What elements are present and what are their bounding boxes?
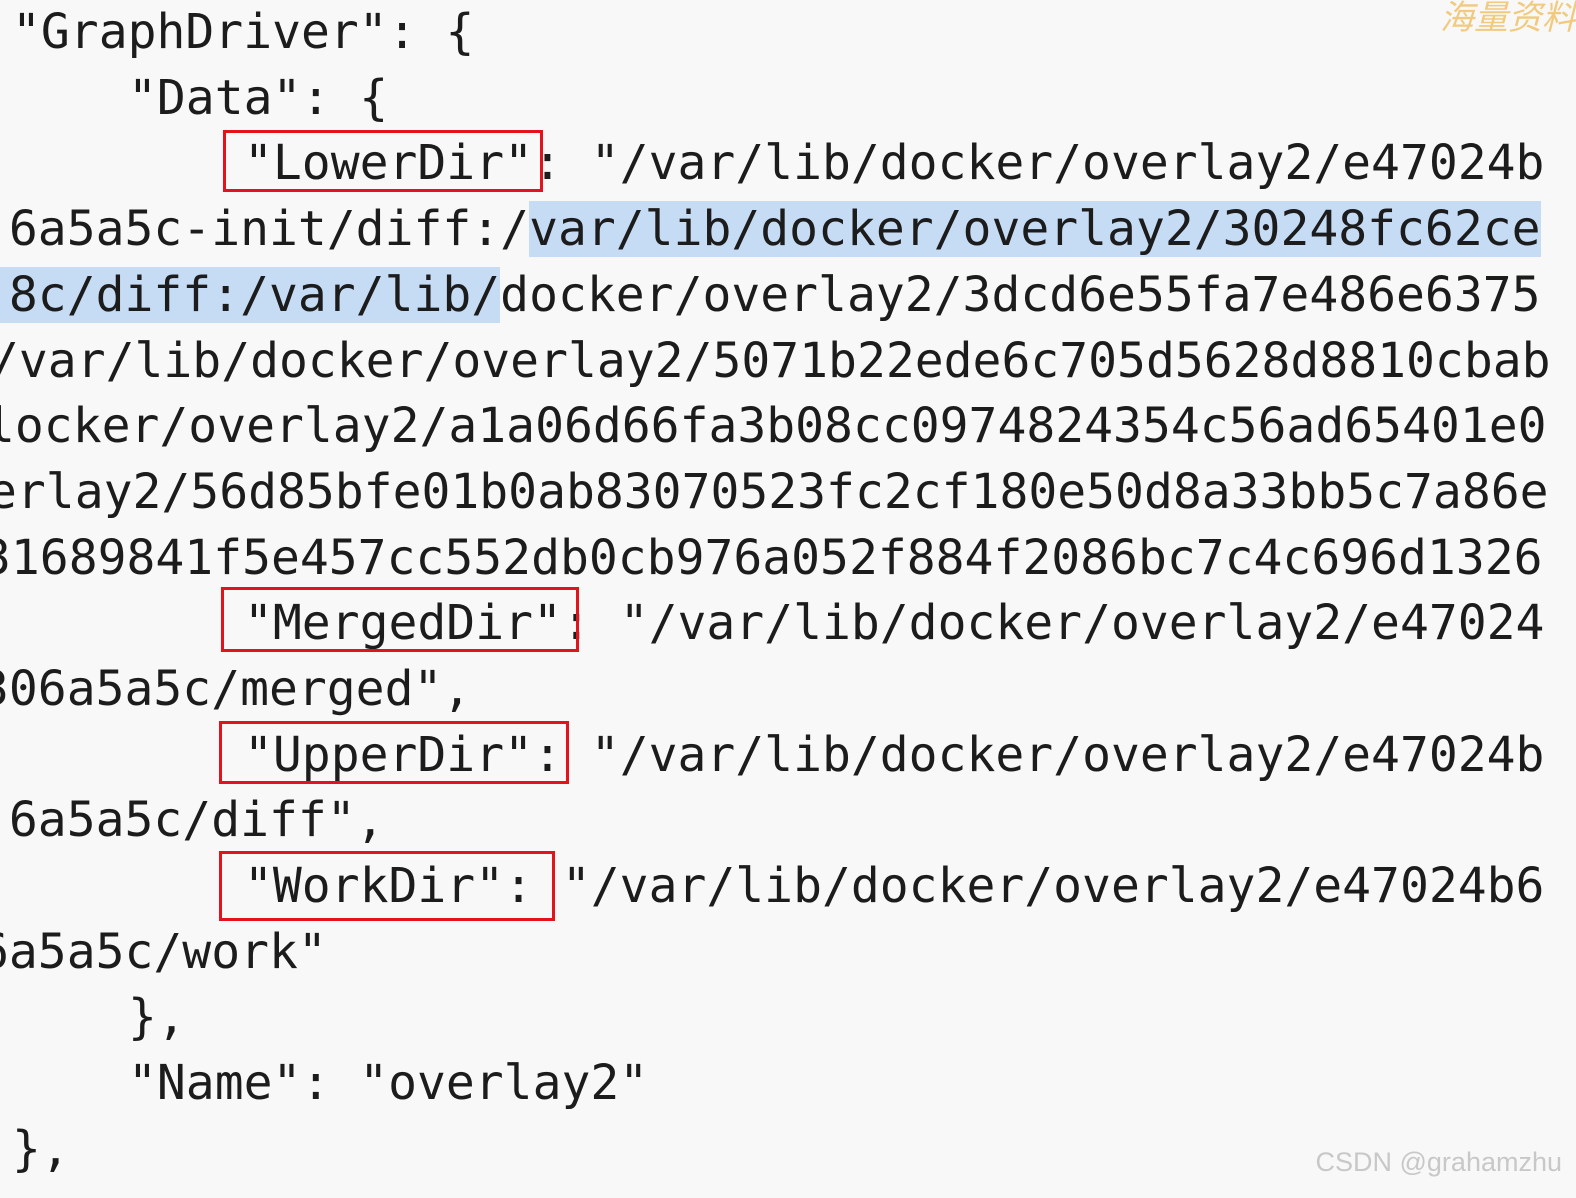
code-line: :8c/diff:/var/lib/docker/overlay2/3dcd6e… bbox=[0, 263, 1541, 327]
code-text: "GraphDriver": { bbox=[12, 4, 475, 60]
lowerdir-key: "LowerDir" bbox=[244, 135, 533, 191]
corner-watermark: 海量资料 bbox=[1440, 0, 1576, 38]
selected-text[interactable]: :8c/diff:/var/lib/ bbox=[0, 267, 501, 323]
code-line: 31689841f5e457cc552db0cb976a052f884f2086… bbox=[0, 526, 1543, 590]
code-line: "Name": "overlay2" bbox=[128, 1051, 648, 1115]
code-text: 6a5a5c/work" bbox=[0, 924, 327, 980]
selected-text[interactable]: var/lib/docker/overlay2/30248fc62ce bbox=[529, 201, 1541, 257]
code-line: "MergedDir": "/var/lib/docker/overlay2/e… bbox=[244, 591, 1544, 655]
code-text: erlay2/56d85bfe01b0ab83070523fc2cf180e50… bbox=[0, 464, 1549, 520]
workdir-key: "WorkDir": bbox=[244, 858, 533, 914]
code-text: /var/lib/docker/overlay2/5071b22ede6c705… bbox=[0, 333, 1551, 389]
code-line: "WorkDir": "/var/lib/docker/overlay2/e47… bbox=[244, 854, 1544, 918]
code-line: locker/overlay2/a1a06d66fa3b08cc09748243… bbox=[0, 394, 1547, 458]
code-line: )6a5a5c/diff", bbox=[0, 788, 385, 852]
code-text: "/var/lib/docker/overlay2/e47024b6 bbox=[532, 858, 1545, 914]
code-text: 31689841f5e457cc552db0cb976a052f884f2086… bbox=[0, 530, 1543, 586]
code-line: erlay2/56d85bfe01b0ab83070523fc2cf180e50… bbox=[0, 460, 1549, 524]
code-text: )6a5a5c-init/diff:/ bbox=[0, 201, 530, 257]
code-line: "GraphDriver": { bbox=[12, 0, 474, 64]
code-line: 306a5a5c/merged", bbox=[0, 657, 471, 721]
code-line: "UpperDir": "/var/lib/docker/overlay2/e4… bbox=[244, 723, 1544, 787]
code-text: }, bbox=[128, 989, 186, 1045]
code-text: "/var/lib/docker/overlay2/e47024b bbox=[561, 727, 1545, 783]
code-line: }, bbox=[12, 1117, 70, 1181]
code-text: }, bbox=[12, 1121, 70, 1177]
code-line: }, bbox=[128, 985, 186, 1049]
code-text: : "/var/lib/docker/overlay2/e47024 bbox=[561, 595, 1545, 651]
code-line: /var/lib/docker/overlay2/5071b22ede6c705… bbox=[0, 329, 1551, 393]
code-text: )6a5a5c/diff", bbox=[0, 792, 385, 848]
code-text: : "/var/lib/docker/overlay2/e47024b bbox=[532, 135, 1545, 191]
code-text: 306a5a5c/merged", bbox=[0, 661, 472, 717]
code-line: )6a5a5c-init/diff:/var/lib/docker/overla… bbox=[0, 197, 1541, 261]
upperdir-key: "UpperDir": bbox=[244, 727, 562, 783]
code-line: 6a5a5c/work" bbox=[0, 920, 327, 984]
code-text: "Data": { bbox=[128, 70, 389, 126]
mergeddir-key: "MergedDir" bbox=[244, 595, 562, 651]
code-text: docker/overlay2/3dcd6e55fa7e486e6375 bbox=[500, 267, 1541, 323]
code-line: "LowerDir": "/var/lib/docker/overlay2/e4… bbox=[244, 131, 1544, 195]
csdn-watermark: CSDN @grahamzhu bbox=[1315, 1147, 1563, 1177]
code-text: locker/overlay2/a1a06d66fa3b08cc09748243… bbox=[0, 398, 1547, 454]
code-text: "Name": "overlay2" bbox=[128, 1055, 649, 1111]
code-line: "Data": { bbox=[128, 66, 388, 130]
